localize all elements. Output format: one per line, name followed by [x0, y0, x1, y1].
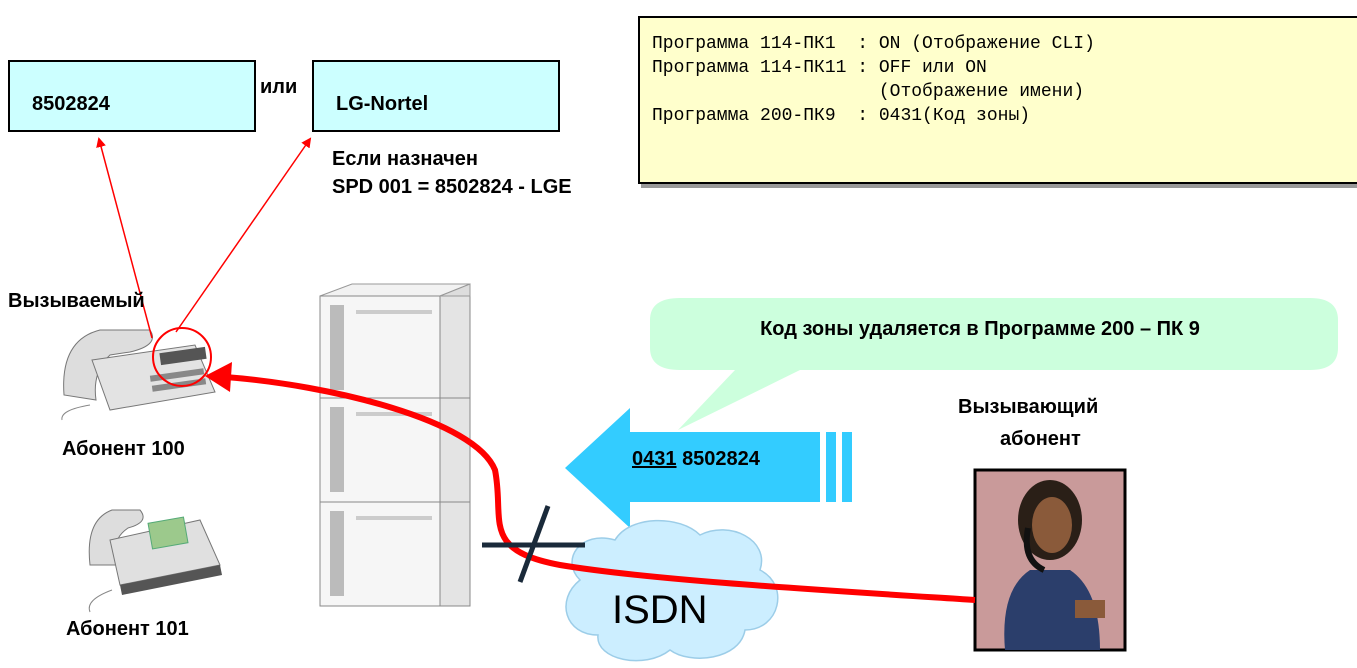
incoming-number-label: 0431 8502824 [632, 448, 760, 471]
program-config-box: Программа 114-ПК1 : ON (Отображение CLI)… [638, 16, 1357, 184]
caller-label-line2: абонент [1000, 428, 1081, 450]
number-display-text: 8502824 [32, 93, 110, 115]
isdn-label: ISDN [612, 588, 708, 632]
number-display-box: 8502824 [8, 60, 256, 132]
spd-note-line2: SPD 001 = 8502824 - LGE [332, 176, 572, 198]
config-line: Программа 114-ПК11 : OFF или ON [652, 58, 987, 78]
caller-picture [973, 468, 1127, 652]
config-line: (Отображение имени) [652, 82, 1085, 102]
called-label: Вызываемый [8, 290, 145, 312]
arrow-to-name-display [175, 137, 312, 333]
call-path-arrowhead [205, 362, 232, 392]
pbx-cabinet [319, 283, 471, 607]
callout-bubble [650, 298, 1338, 430]
or-label: или [260, 76, 298, 98]
callout-text: Код зоны удаляется в Программе 200 – ПК … [760, 318, 1200, 340]
caller-label-line1: Вызывающий [958, 396, 1099, 418]
isdn-cloud [565, 519, 779, 662]
phone-101-icon [88, 509, 222, 613]
area-code-text: 0431 [632, 448, 677, 470]
subscriber-100-label: Абонент 100 [62, 438, 185, 460]
phone-100-icon [61, 329, 216, 421]
subscriber-101-label: Абонент 101 [66, 618, 189, 640]
name-display-box: LG-Nortel [312, 60, 560, 132]
incoming-number-arrow [565, 408, 852, 528]
name-display-text: LG-Nortel [336, 93, 429, 115]
config-line: Программа 200-ПК9 : 0431(Код зоны) [652, 106, 1031, 126]
spd-note-line1: Если назначен [332, 148, 478, 170]
config-line: Программа 114-ПК1 : ON (Отображение CLI) [652, 34, 1095, 54]
trunk-link-icon [482, 505, 585, 583]
call-path-line [224, 374, 976, 603]
arrow-to-number-display [96, 137, 153, 339]
display-highlight-circle [152, 327, 212, 387]
local-number-text: 8502824 [682, 448, 760, 470]
